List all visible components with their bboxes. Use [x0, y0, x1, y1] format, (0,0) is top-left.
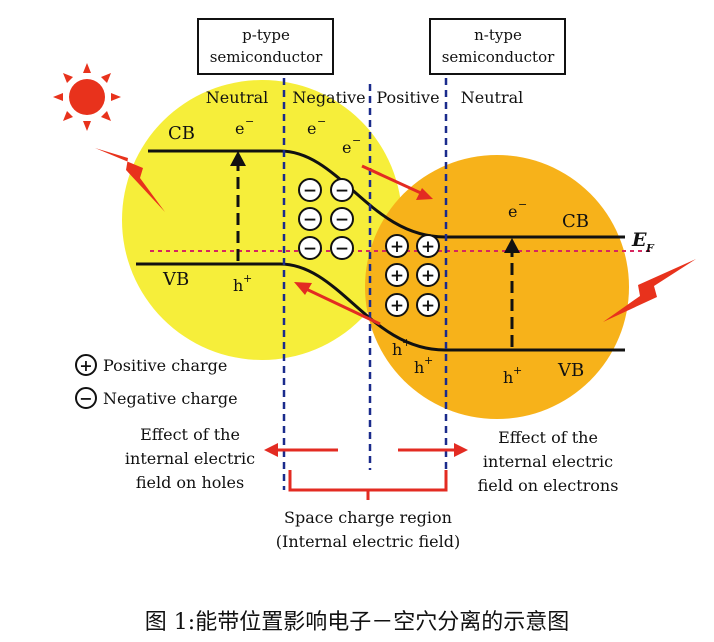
svg-text:−: −	[335, 210, 349, 230]
p-type-label-line2: semiconductor	[210, 48, 323, 66]
p-type-region	[122, 80, 402, 360]
region-label-neutral-left: Neutral	[206, 88, 269, 107]
svg-text:h: h	[392, 340, 402, 359]
svg-text:+: +	[390, 237, 404, 257]
positive-charge-icon: +	[385, 293, 409, 317]
figure-caption: 图 1:能带位置影响电子－空穴分离的示意图	[144, 610, 570, 635]
svg-text:−: −	[335, 181, 349, 201]
svg-text:e: e	[508, 202, 517, 221]
n-type-label-line2: semiconductor	[442, 48, 555, 66]
hole-flow-arrow	[294, 282, 381, 326]
negative-charge-icon: −	[298, 207, 322, 231]
positive-charge-icon: +	[416, 293, 440, 317]
vb-label-right: VB	[557, 360, 584, 381]
svg-text:−: −	[79, 389, 92, 408]
space-charge-region-label: Space charge region (Internal electric f…	[276, 508, 460, 551]
region-label-positive: Positive	[376, 88, 439, 107]
positive-charge-icon: +	[416, 234, 440, 258]
svg-text:+: +	[421, 296, 435, 316]
svg-text:e: e	[342, 138, 351, 157]
svg-text:+: +	[402, 336, 411, 349]
fermi-level-label: E F	[631, 229, 655, 255]
svg-text:Effect of the: Effect of the	[140, 425, 240, 444]
positive-charge-icon: +	[385, 263, 409, 287]
svg-text:+: +	[513, 364, 522, 377]
hole-label-4: h +	[503, 364, 522, 387]
electron-label-4: e −	[508, 198, 527, 221]
legend-negative: − Negative charge	[75, 387, 238, 409]
electron-label-3: e −	[342, 134, 361, 157]
svg-text:+: +	[424, 354, 433, 367]
svg-text:field on holes: field on holes	[136, 473, 244, 492]
p-type-label-line1: p-type	[242, 26, 290, 44]
svg-text:+: +	[421, 266, 435, 286]
vb-label-left: VB	[162, 269, 189, 290]
svg-text:+: +	[390, 266, 404, 286]
svg-text:F: F	[645, 242, 655, 255]
positive-charge-icon: +	[416, 263, 440, 287]
valence-band	[136, 262, 625, 352]
positive-charge-icon: +	[385, 234, 409, 258]
p-type-label-box	[197, 18, 334, 75]
effect-on-electrons-text: Effect of the internal electric field on…	[478, 428, 619, 495]
space-charge-bracket	[288, 470, 448, 500]
svg-text:E: E	[631, 229, 647, 251]
lightning-right-icon	[603, 259, 696, 322]
svg-text:+: +	[421, 237, 435, 257]
legend-negative-label: Negative charge	[103, 389, 238, 408]
svg-text:(Internal electric field): (Internal electric field)	[276, 532, 460, 551]
svg-text:−: −	[303, 210, 317, 230]
hole-label-3: h +	[414, 354, 433, 377]
cb-label-right: CB	[562, 211, 589, 232]
excitation-arrow-right	[504, 238, 520, 347]
cb-label-left: CB	[168, 123, 195, 144]
svg-text:internal electric: internal electric	[483, 452, 613, 471]
svg-text:−: −	[245, 115, 254, 128]
svg-text:field on electrons: field on electrons	[478, 476, 619, 495]
negative-charge-icon: −	[330, 236, 354, 260]
svg-text:−: −	[352, 134, 361, 147]
svg-text:internal electric: internal electric	[125, 449, 255, 468]
svg-text:Effect of the: Effect of the	[498, 428, 598, 447]
svg-text:+: +	[79, 356, 92, 375]
hole-label-1: h +	[233, 272, 252, 295]
electron-flow-arrow	[361, 164, 433, 200]
sun-icon	[53, 63, 121, 131]
hole-label-2: h +	[392, 336, 411, 359]
negative-charge-icon: −	[298, 236, 322, 260]
electron-label-2: e −	[307, 115, 326, 138]
svg-text:h: h	[233, 276, 243, 295]
svg-text:+: +	[390, 296, 404, 316]
n-type-label-line1: n-type	[474, 26, 522, 44]
svg-text:h: h	[414, 358, 424, 377]
n-type-region	[365, 155, 629, 419]
effect-on-holes-text: Effect of the internal electric field on…	[125, 425, 255, 492]
svg-text:−: −	[317, 115, 326, 128]
svg-text:h: h	[503, 368, 513, 387]
svg-text:−: −	[518, 198, 527, 211]
svg-text:−: −	[335, 239, 349, 259]
negative-charge-icon: −	[330, 207, 354, 231]
n-type-label-box	[429, 18, 566, 75]
region-label-negative: Negative	[292, 88, 365, 107]
region-label-neutral-right: Neutral	[461, 88, 524, 107]
svg-text:−: −	[303, 239, 317, 259]
svg-text:Space charge region: Space charge region	[284, 508, 452, 527]
field-effect-arrow-right	[398, 443, 468, 457]
legend-positive: + Positive charge	[75, 354, 227, 376]
svg-text:+: +	[243, 272, 252, 285]
negative-charge-icon: −	[298, 178, 322, 202]
svg-text:−: −	[303, 181, 317, 201]
excitation-arrow-left	[230, 151, 246, 261]
field-effect-arrow-left	[264, 443, 338, 457]
svg-text:e: e	[307, 119, 316, 138]
svg-text:e: e	[235, 119, 244, 138]
electron-label-1: e −	[235, 115, 254, 138]
negative-charge-icon: −	[330, 178, 354, 202]
legend-positive-label: Positive charge	[103, 356, 227, 375]
